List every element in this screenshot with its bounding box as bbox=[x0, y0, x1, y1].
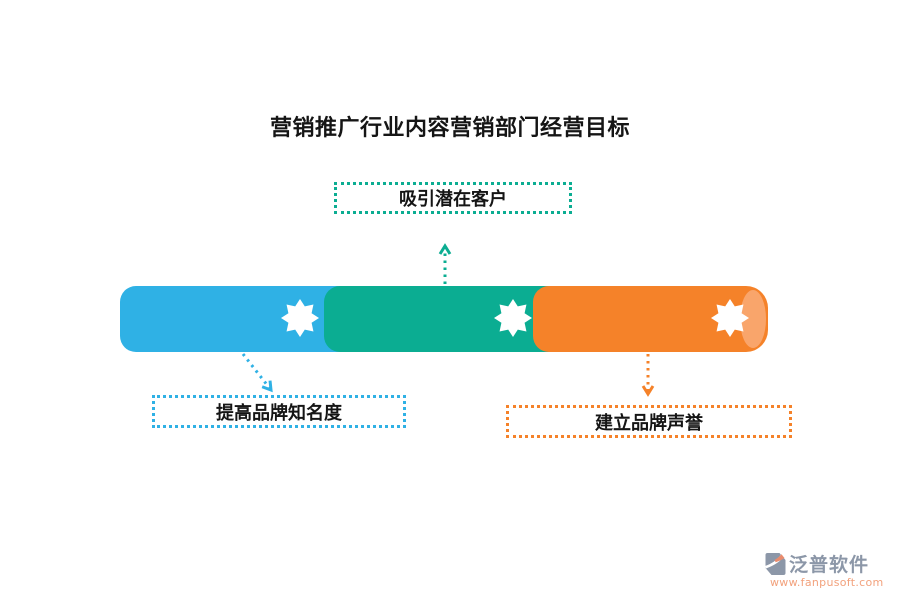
eight-point-star-icon bbox=[711, 299, 749, 337]
callout-brand-awareness: 提高品牌知名度 bbox=[152, 395, 406, 428]
segmented-bar bbox=[120, 286, 768, 352]
callout-brand-reputation: 建立品牌声誉 bbox=[506, 405, 792, 438]
callout-label: 提高品牌知名度 bbox=[216, 402, 342, 424]
watermark-url: www.fanpusoft.com bbox=[770, 576, 884, 589]
watermark: 泛普软件 www.fanpusoft.com bbox=[762, 550, 892, 589]
callout-label: 吸引潜在客户 bbox=[399, 189, 507, 210]
diagram-title: 营销推广行业内容营销部门经营目标 bbox=[269, 116, 630, 141]
fanpu-logo-icon bbox=[765, 552, 786, 575]
callout-label: 建立品牌声誉 bbox=[595, 412, 703, 434]
eight-point-star-icon bbox=[494, 299, 532, 337]
arrow-to-bottom-left-callout bbox=[241, 353, 273, 393]
bar-segment-blue bbox=[120, 286, 360, 352]
eight-point-star-icon bbox=[281, 299, 319, 337]
callout-attract-customers: 吸引潜在客户 bbox=[334, 182, 572, 214]
watermark-brand: 泛普软件 bbox=[789, 554, 870, 576]
